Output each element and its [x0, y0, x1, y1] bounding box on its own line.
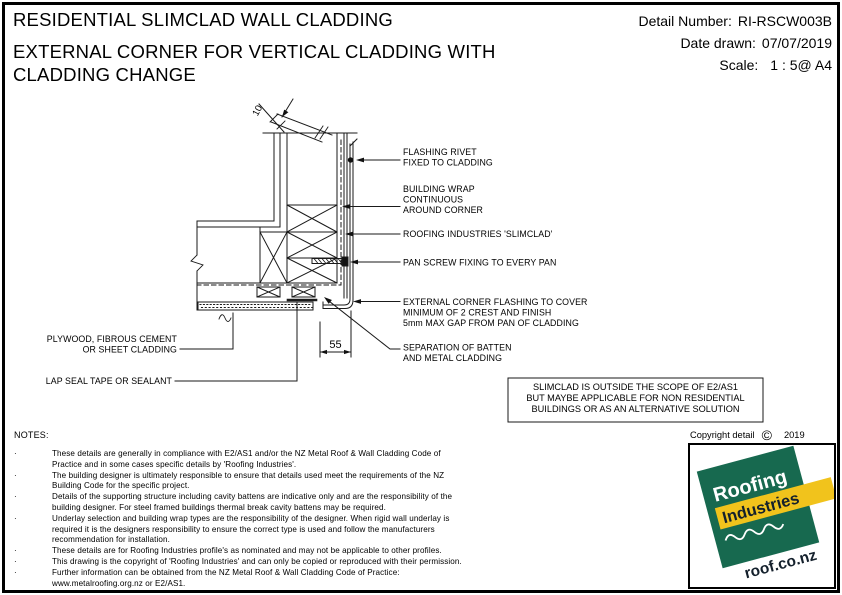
- building-wrap-line: [197, 139, 342, 286]
- date-drawn-label: Date drawn:: [680, 35, 756, 51]
- date-drawn-row: Date drawn: 07/07/2019: [638, 32, 832, 54]
- detail-number-label: Detail Number:: [638, 13, 732, 29]
- left-cut-edge-break: [190, 220, 204, 311]
- note-bullet: ·: [14, 470, 17, 480]
- logo-graphic: Roofing Industries roof.co.nz: [696, 445, 834, 582]
- detail-number-value: RI-RSCW003B: [737, 13, 832, 29]
- callout-separation-2: AND METAL CLADDING: [403, 353, 502, 363]
- note-text: Further information can be obtained from…: [52, 567, 400, 588]
- callout-corner-flashing-2: MINIMUM OF 2 CREST AND FINISH: [403, 308, 551, 318]
- callout-labels-right: FLASHING RIVET FIXED TO CLADDING BUILDIN…: [403, 147, 588, 363]
- note-text: Underlay selection and building wrap typ…: [52, 513, 450, 545]
- note-item: · Details of the supporting structure inc…: [14, 492, 462, 514]
- note-bullet: ·: [14, 567, 17, 577]
- scope-note-line-3: BUILDINGS OR AS AN ALTERNATIVE SOLUTION: [532, 404, 740, 414]
- scale-row: Scale: 1 : 5@ A4: [638, 54, 832, 76]
- callout-corner-flashing: EXTERNAL CORNER FLASHING TO COVER: [403, 297, 588, 307]
- note-bullet: ·: [14, 546, 17, 556]
- callout-plywood-2: OR SHEET CLADDING: [83, 345, 177, 355]
- note-text: Details of the supporting structure incl…: [52, 492, 453, 512]
- cavity-battens: [256, 286, 316, 298]
- notes-section: NOTES: · These details are generally in c…: [14, 430, 462, 589]
- sheet-break-squiggle: [218, 314, 232, 322]
- note-text: These details are for Roofing Industries…: [52, 546, 442, 556]
- scope-note-line-1: SLIMCLAD IS OUTSIDE THE SCOPE OF E2/AS1: [533, 382, 738, 392]
- scale-value: 1 : 5@ A4: [770, 57, 832, 73]
- scope-note-line-2: BUT MAYBE APPLICABLE FOR NON RESIDENTIAL: [526, 393, 744, 403]
- note-bullet: ·: [14, 492, 17, 502]
- callout-building-wrap-3: AROUND CORNER: [403, 205, 483, 215]
- leader-lines: [174, 157, 401, 382]
- notes-heading: NOTES:: [14, 430, 49, 440]
- pan-screw: [311, 256, 349, 267]
- sheet-subtitle: EXTERNAL CORNER FOR VERTICAL CLADDING WI…: [13, 41, 496, 85]
- logo-yellow-banner: [714, 477, 834, 530]
- note-bullet: ·: [14, 556, 17, 566]
- copyright-line: Copyright detail © 2019: [690, 428, 836, 442]
- copyright-year: 2019: [783, 430, 805, 440]
- scope-note-box: SLIMCLAD IS OUTSIDE THE SCOPE OF E2/AS1 …: [507, 377, 764, 423]
- corner-flashing: [322, 138, 358, 309]
- flashing-rivet: [347, 157, 354, 163]
- note-item: · This drawing is the copyright of 'Roofi…: [14, 557, 462, 568]
- detail-number-row: Detail Number: RI-RSCW003B: [638, 10, 832, 32]
- callout-pan-screw: PAN SCREW FIXING TO EVERY PAN: [403, 258, 556, 268]
- dimension-10: [258, 98, 333, 143]
- callout-separation: SEPARATION OF BATTEN: [403, 343, 512, 353]
- meta-block: Detail Number: RI-RSCW003B Date drawn: 07/…: [638, 10, 832, 76]
- note-text: These details are generally in complianc…: [52, 449, 441, 469]
- note-text: This drawing is the copyright of 'Roofin…: [52, 556, 462, 566]
- note-text: The building designer is ultimately resp…: [52, 470, 445, 491]
- scale-label: Scale:: [719, 57, 759, 73]
- logo-wave: [724, 523, 785, 541]
- callout-slimclad: ROOFING INDUSTRIES 'SLIMCLAD': [403, 229, 553, 239]
- roofing-industries-logo: Roofing Industries roof.co.nz: [688, 443, 836, 589]
- copyright-text: Copyright detail: [690, 430, 755, 440]
- note-item: · These details are generally in complian…: [14, 449, 462, 471]
- interior-lining: [196, 132, 281, 228]
- callout-corner-flashing-3: 5mm MAX GAP FROM PAN OF CLADDING: [403, 318, 579, 328]
- note-bullet: ·: [14, 449, 17, 458]
- callout-flashing-rivet: FLASHING RIVET: [403, 147, 477, 157]
- corner-stud: [259, 227, 288, 284]
- dim-55-text: 55: [329, 339, 341, 351]
- slimclad-cladding: [343, 132, 348, 299]
- note-bullet: ·: [14, 513, 17, 523]
- note-item: · Underlay selection and building wrap ty…: [14, 514, 462, 546]
- callout-flashing-rivet-2: FIXED TO CLADDING: [403, 158, 493, 168]
- callout-labels-left: PLYWOOD, FIBROUS CEMENT OR SHEET CLADDIN…: [46, 334, 178, 386]
- sheet-title: RESIDENTIAL SLIMCLAD WALL CLADDING: [13, 9, 393, 30]
- copyright-icon: ©: [761, 427, 772, 443]
- note-item: · The building designer is ultimately res…: [14, 471, 462, 493]
- title-block: RESIDENTIAL SLIMCLAD WALL CLADDING EXTER…: [13, 9, 573, 86]
- date-drawn-value: 07/07/2019: [761, 35, 832, 51]
- dim-10-text: 10: [250, 104, 265, 119]
- sheet-cladding: [197, 301, 314, 311]
- callout-building-wrap: BUILDING WRAP: [403, 184, 475, 194]
- callout-building-wrap-2: CONTINUOUS: [403, 195, 463, 205]
- note-item: · Further information can be obtained fro…: [14, 568, 462, 590]
- callout-plywood: PLYWOOD, FIBROUS CEMENT: [47, 334, 178, 344]
- callout-lap-seal: LAP SEAL TAPE OR SEALANT: [46, 376, 173, 386]
- note-item: · These details are for Roofing Industrie…: [14, 546, 462, 557]
